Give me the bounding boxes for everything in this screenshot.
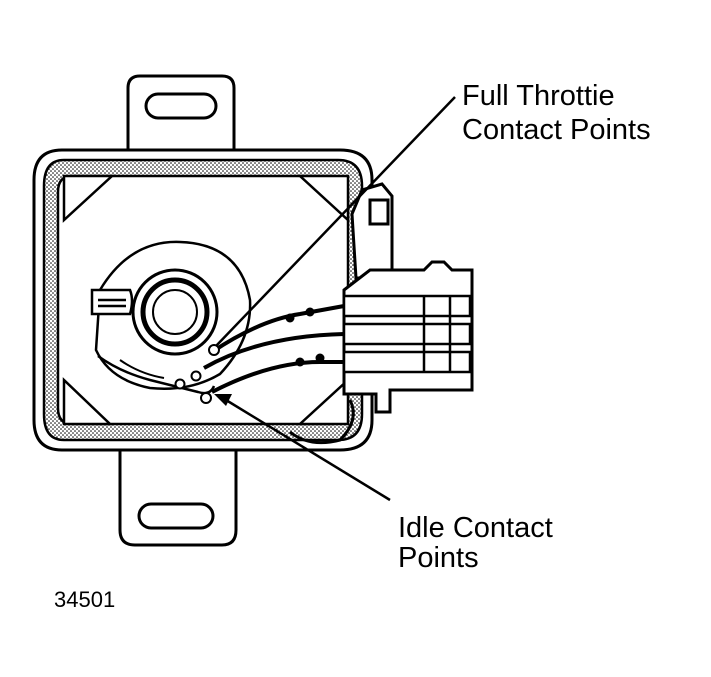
contact-points [174,344,220,404]
bottom-mounting-slot [137,502,215,530]
wire-upper [210,304,345,354]
full-throttle-label-line1: Full Throttie [462,80,615,112]
idle-label-line2: Points [398,542,479,574]
wire-lower [211,360,344,394]
rotor-arm-left [90,288,134,316]
idle-label-line1: Idle Contact [398,512,553,544]
top-mounting-slot [144,92,218,120]
top-mounting-tab [126,74,236,165]
wire-middle [203,332,345,370]
idle-leader-line [225,398,391,502]
connector-latch [368,198,390,226]
full-throttle-leader-line [215,96,456,347]
full-throttle-contact-point [208,344,220,356]
corner-braces [62,174,350,426]
wire-harness [203,304,355,445]
contact-arm [97,354,216,395]
full-throttle-label-line2: Contact Points [462,114,651,146]
bottom-mounting-tab [118,430,238,547]
figure-number: 34501 [54,587,115,612]
connector-terminals [342,294,472,374]
full-throttle-callout: Full Throttie Contact Points [215,80,651,347]
idle-contact-point [200,392,212,404]
connector-body [342,182,474,414]
idle-arrowhead [214,394,232,406]
idle-callout: Idle Contact Points [214,394,553,574]
